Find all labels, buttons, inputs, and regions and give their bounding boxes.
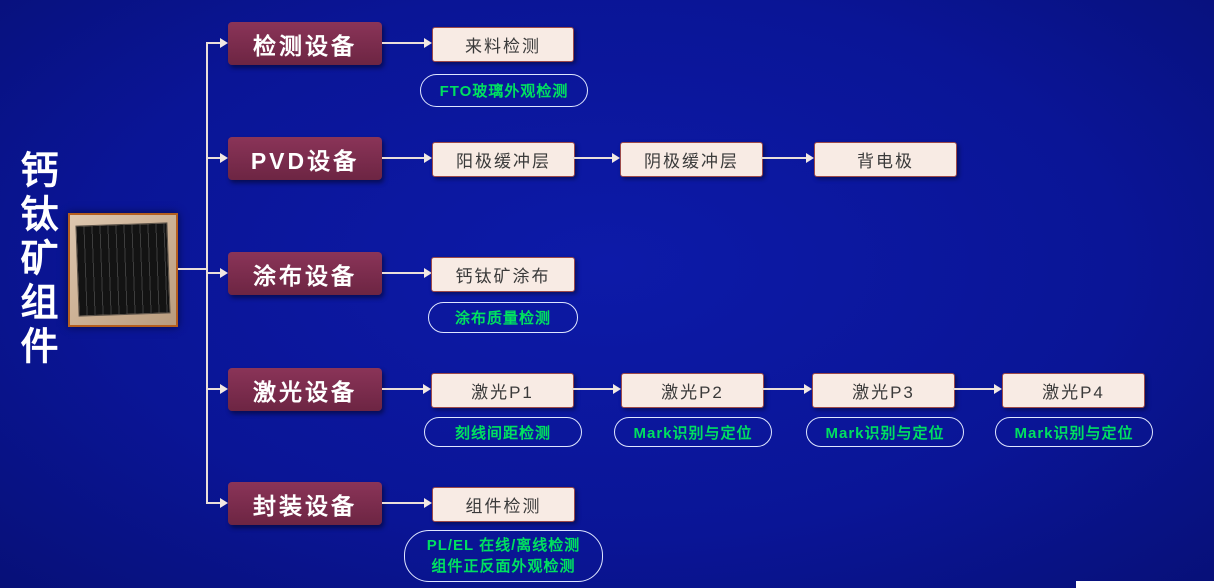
connector-line [953,388,994,390]
category-box-packaging: 封装设备 [228,482,382,525]
connector-line [382,272,424,274]
check-label-mark-align-1: Mark识别与定位 [614,417,772,447]
category-box-coating: 涂布设备 [228,252,382,295]
connector-line [572,388,613,390]
arrowhead-icon [612,153,620,163]
connector-line [178,268,207,270]
connector-line [573,157,612,159]
process-box-module-inspection: 组件检测 [432,487,575,522]
connector-line [382,157,424,159]
process-box-back-electrode: 背电极 [814,142,957,177]
page-title: 钙钛矿组件 [14,150,56,370]
process-box-laser-p2: 激光P2 [621,373,764,408]
connector-line [762,388,804,390]
arrowhead-icon [220,498,228,508]
check-label-mark-align-3: Mark识别与定位 [995,417,1153,447]
process-box-laser-p4: 激光P4 [1002,373,1145,408]
arrowhead-icon [424,268,432,278]
category-box-inspection: 检测设备 [228,22,382,65]
connector-line [206,502,220,504]
process-box-cathode-buffer: 阴极缓冲层 [620,142,763,177]
connector-line [382,388,423,390]
category-box-laser: 激光设备 [228,368,382,411]
arrowhead-icon [806,153,814,163]
arrowhead-icon [613,384,621,394]
arrowhead-icon [220,384,228,394]
arrowhead-icon [424,153,432,163]
process-box-incoming-inspection: 来料检测 [432,27,574,62]
category-box-pvd: PVD设备 [228,137,382,180]
connector-line [382,502,424,504]
arrowhead-icon [994,384,1002,394]
check-label-pl-el-inspection: PL/EL 在线/离线检测 组件正反面外观检测 [404,530,603,582]
process-box-perovskite-coating: 钙钛矿涂布 [431,257,575,292]
arrowhead-icon [220,268,228,278]
arrowhead-icon [424,38,432,48]
connector-line [382,42,424,44]
connector-line [206,42,220,44]
check-label-coating-quality: 涂布质量检测 [428,302,578,333]
process-box-laser-p3: 激光P3 [812,373,955,408]
bottom-right-white-strip [1076,581,1214,588]
process-box-anode-buffer: 阳极缓冲层 [432,142,575,177]
arrowhead-icon [804,384,812,394]
arrowhead-icon [423,384,431,394]
connector-line [206,388,220,390]
check-label-fto-glass: FTO玻璃外观检测 [420,74,588,107]
connector-line [206,157,220,159]
arrowhead-icon [424,498,432,508]
check-label-scribe-pitch: 刻线间距检测 [424,417,582,447]
arrowhead-icon [220,153,228,163]
connector-line [206,272,220,274]
module-photo [68,213,178,327]
arrowhead-icon [220,38,228,48]
solar-panel-image [75,222,171,317]
check-label-mark-align-2: Mark识别与定位 [806,417,964,447]
process-box-laser-p1: 激光P1 [431,373,574,408]
connector-line [761,157,806,159]
